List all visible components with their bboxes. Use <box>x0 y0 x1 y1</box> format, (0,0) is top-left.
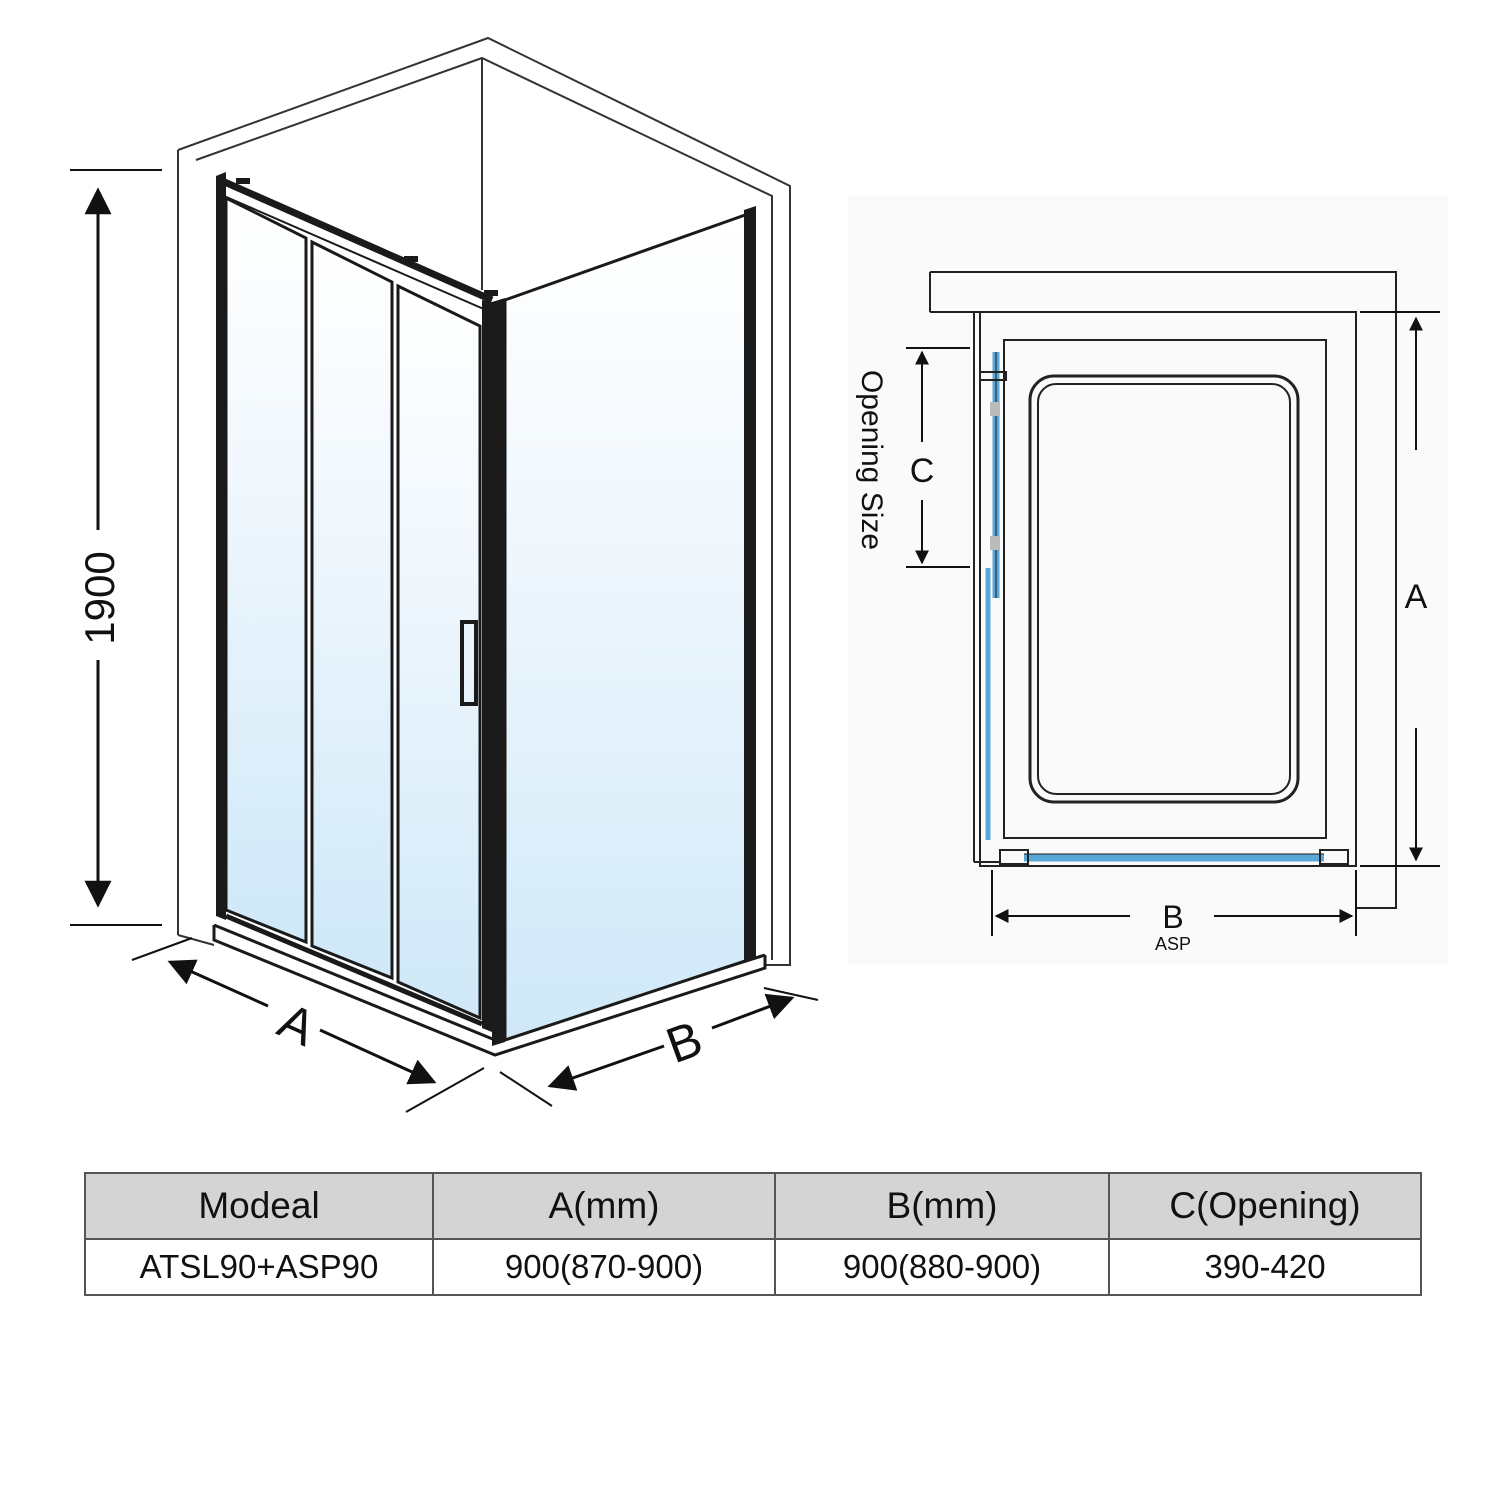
cell-c: 390-420 <box>1108 1238 1422 1296</box>
side-fixed-panel <box>492 206 756 1046</box>
opening-dimension <box>906 347 970 568</box>
width-b-dimension <box>499 987 819 1107</box>
cell-b: 900(880-900) <box>774 1238 1110 1296</box>
width-a-label: A <box>270 992 324 1057</box>
front-sliding-panels <box>216 172 498 1032</box>
plan-width-label: B <box>1162 899 1183 935</box>
opening-c-label: C <box>910 452 935 490</box>
perspective-view: 1900 A B <box>70 36 819 1113</box>
header-b: B(mm) <box>774 1172 1110 1240</box>
width-b-label: B <box>659 1010 710 1074</box>
height-dimension <box>70 169 162 926</box>
header-c: C(Opening) <box>1108 1172 1422 1240</box>
width-a-dimension <box>131 937 485 1113</box>
plan-length-dimension <box>1360 311 1440 867</box>
cell-a: 900(870-900) <box>432 1238 776 1296</box>
opening-size-label: Opening Size <box>855 370 888 550</box>
plan-width-sublabel: ASP <box>1155 934 1191 954</box>
header-a: A(mm) <box>432 1172 776 1240</box>
door-handle <box>460 620 478 706</box>
plan-length-label: A <box>1405 578 1428 616</box>
plan-width-dimension <box>991 870 1357 936</box>
header-model: Modeal <box>84 1172 434 1240</box>
cell-model: ATSL90+ASP90 <box>84 1238 434 1296</box>
table-row: ATSL90+ASP90 900(870-900) 900(880-900) 3… <box>84 1238 1422 1296</box>
table-header-row: Modeal A(mm) B(mm) C(Opening) <box>84 1172 1422 1240</box>
plan-glass <box>979 352 1349 865</box>
plan-view: C Opening Size A B ASP <box>848 196 1448 964</box>
wall-outline <box>177 36 791 966</box>
plan-enclosure <box>979 311 1357 867</box>
spec-table: Modeal A(mm) B(mm) C(Opening) ATSL90+ASP… <box>84 1172 1422 1296</box>
height-label: 1900 <box>76 551 123 644</box>
shower-enclosure-diagram: 1900 A B <box>70 36 1448 1113</box>
